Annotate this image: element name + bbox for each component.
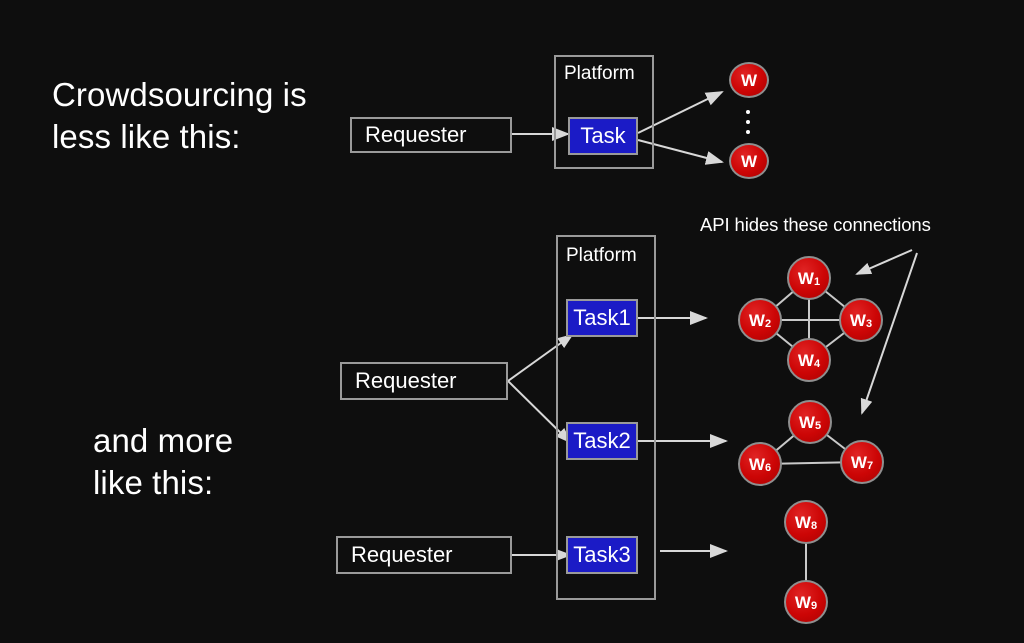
ellipsis-dot (746, 130, 750, 134)
ellipsis-dot (746, 120, 750, 124)
worker-node-w5-sub: 5 (814, 419, 822, 432)
annotation-api-hides-connections: API hides these connections (700, 214, 931, 235)
worker-node-w9-label: W (794, 592, 811, 612)
task1-box[interactable]: Task1 (566, 299, 638, 337)
bottom-requester-box-1[interactable]: Requester (340, 362, 508, 400)
headline-bottom: and more like this: (93, 422, 234, 502)
worker-node-w8-sub: 8 (810, 519, 818, 532)
bottom-platform-box[interactable]: Platform (556, 235, 656, 600)
worker-node-w7-sub: 7 (866, 459, 874, 472)
task1-label: Task1 (573, 305, 631, 330)
annotation-arrow-to-cluster1 (855, 249, 913, 275)
bottom-requester-1-label: Requester (355, 368, 457, 393)
worker-node-w3-sub: 3 (865, 317, 873, 330)
headline-top: Crowdsourcing is less like this: (52, 76, 307, 156)
task2-label: Task2 (573, 428, 631, 453)
worker-node-w6-sub: 6 (764, 461, 772, 474)
bottom-requester-box-2[interactable]: Requester (336, 536, 512, 574)
top-platform-box[interactable]: Platform (554, 55, 654, 169)
worker-node-w1-label: W (797, 268, 814, 288)
bottom-platform-label: Platform (566, 245, 637, 266)
worker-node-w4-label: W (797, 350, 814, 370)
task3-box[interactable]: Task3 (566, 536, 638, 574)
task3-label: Task3 (573, 542, 631, 567)
worker-node-w8-label: W (794, 512, 811, 532)
worker-node-w4-sub: 4 (813, 357, 821, 370)
worker-node-w2-label: W (748, 310, 765, 330)
top-task-label: Task (580, 123, 626, 148)
bottom-requester-2-label: Requester (351, 542, 453, 567)
top-worker-node-1[interactable]: W (729, 62, 769, 98)
workers-ellipsis (745, 110, 751, 134)
top-worker-node-2[interactable]: W (729, 143, 769, 179)
worker-node-w9-sub: 9 (810, 599, 818, 612)
top-task-box[interactable]: Task (568, 117, 638, 155)
worker-node-w7-label: W (850, 452, 867, 472)
top-worker-node-2-label: W (740, 151, 758, 171)
worker-node-w6-label: W (748, 454, 765, 474)
worker-node-w2-sub: 2 (764, 317, 772, 330)
top-requester-label: Requester (365, 122, 467, 147)
worker-node-w5-label: W (798, 412, 815, 432)
worker-node-w3-label: W (849, 310, 866, 330)
task2-box[interactable]: Task2 (566, 422, 638, 460)
ellipsis-dot (746, 110, 750, 114)
top-worker-node-1-label: W (740, 70, 758, 90)
worker-node-w1-sub: 1 (813, 275, 821, 288)
top-platform-label: Platform (564, 63, 635, 84)
top-requester-box[interactable]: Requester (350, 117, 512, 153)
